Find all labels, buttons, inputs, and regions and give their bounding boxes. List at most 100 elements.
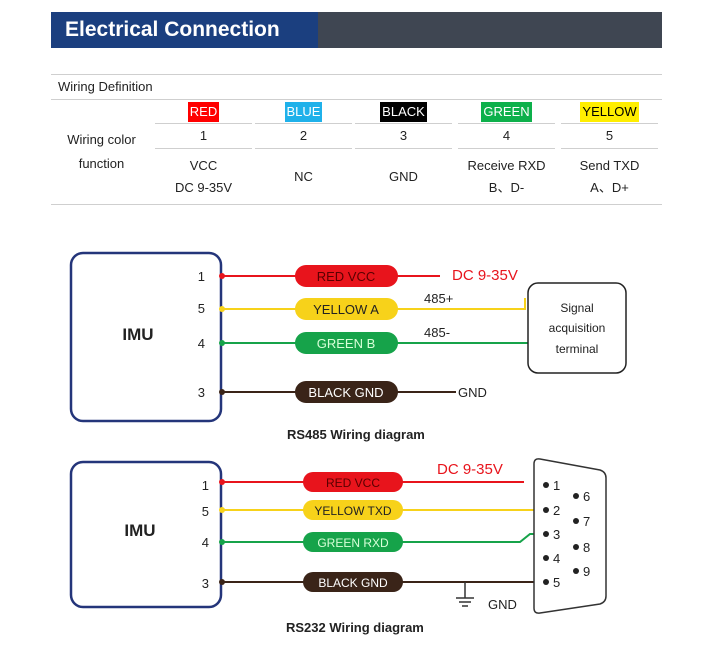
- color-chip-black: BLACK: [380, 102, 427, 122]
- color-chip-yellow: YELLOW: [580, 102, 639, 122]
- sleeve-label: RED VCC: [317, 269, 376, 284]
- pin-label: 1: [202, 478, 209, 493]
- db9-pin-label: 5: [553, 575, 560, 590]
- imu-label: IMU: [124, 521, 155, 540]
- db9-pin-label: 7: [583, 514, 590, 529]
- pin-function-line2: B、D-: [488, 180, 525, 195]
- db9-pin-label: 8: [583, 540, 590, 555]
- ground-icon: [456, 582, 474, 607]
- rs485-wire-yellow: 5 YELLOW A 485+: [198, 291, 526, 320]
- terminal-label-line3: terminal: [556, 342, 599, 356]
- db9-pin-label: 3: [553, 527, 560, 542]
- signal-label: 485+: [424, 291, 453, 306]
- supply-voltage-label: DC 9-35V: [437, 461, 503, 478]
- rs485-wire-black: 3 BLACK GND GND: [198, 381, 487, 403]
- table-column-blue: BLUE 2 NC: [255, 100, 352, 204]
- pin-function: GND: [355, 149, 452, 188]
- pin-function: Receive RXD B、D-: [458, 149, 555, 199]
- table-column-green: GREEN 4 Receive RXD B、D-: [458, 100, 555, 204]
- signal-label: 485-: [424, 325, 450, 340]
- table-column-yellow: YELLOW 5 Send TXD A、D+: [561, 100, 658, 204]
- color-chip-red: RED: [187, 102, 220, 122]
- db9-pin-label: 2: [553, 503, 560, 518]
- color-chip-blue: BLUE: [284, 102, 323, 122]
- table-body: Wiring color function RED 1 VCC DC 9-35V…: [51, 100, 662, 204]
- color-chip-green: GREEN: [481, 102, 532, 122]
- row-label-line1: Wiring color: [67, 132, 136, 147]
- imu-label: IMU: [122, 325, 153, 344]
- db9-pin-label: 1: [553, 478, 560, 493]
- gnd-label: GND: [458, 385, 487, 400]
- signal-acquisition-terminal: [527, 282, 627, 374]
- ground-label: GND: [488, 597, 517, 612]
- table-column-red: RED 1 VCC DC 9-35V: [155, 100, 252, 204]
- pin-label: 3: [198, 385, 205, 400]
- db9-pin-label: 9: [583, 564, 590, 579]
- pin-function-line2: A、D+: [590, 180, 629, 195]
- db9-pins-left: 1 2 3 4 5: [543, 478, 560, 590]
- rs232-diagram: IMU 1 RED VCC DC 9-35V 5 YELLOW TXD 4 GR…: [69, 458, 607, 614]
- pin-function-line2: DC 9-35V: [174, 180, 233, 195]
- pin-number: 2: [255, 124, 352, 149]
- pin-number: 3: [355, 124, 452, 149]
- sleeve-label: YELLOW TXD: [314, 504, 391, 518]
- row-label-line2: function: [78, 156, 125, 171]
- terminal-label-line2: acquisition: [549, 321, 606, 335]
- rs232-wire-yellow: 5 YELLOW TXD: [202, 500, 548, 520]
- pin-label: 5: [198, 301, 205, 316]
- sleeve-label: BLACK GND: [308, 385, 383, 400]
- pin-label: 3: [202, 576, 209, 591]
- pin-number: 1: [155, 124, 252, 149]
- wire-sleeve-yellow: [303, 500, 403, 520]
- pin-function-line1: NC: [294, 169, 313, 184]
- wire-sleeve-red: [295, 265, 398, 287]
- rs232-caption: RS232 Wiring diagram: [286, 620, 424, 635]
- wire-sleeve-black: [295, 381, 398, 403]
- sleeve-label: GREEN RXD: [317, 536, 389, 550]
- rs232-wire-red: 1 RED VCC DC 9-35V: [202, 461, 524, 493]
- wire-sleeve-yellow: [295, 298, 398, 320]
- pin-number: 4: [458, 124, 555, 149]
- sleeve-label: YELLOW A: [313, 302, 379, 317]
- wire-sleeve-black: [303, 572, 403, 592]
- db9-pins-right: 6 7 8 9: [573, 489, 590, 579]
- sleeve-label: BLACK GND: [318, 576, 388, 590]
- pin-function-line1: GND: [389, 169, 418, 184]
- pin-label: 4: [198, 336, 205, 351]
- pin-function-line1: Receive RXD: [467, 158, 546, 173]
- pin-number: 5: [561, 124, 658, 149]
- pin-function: NC: [255, 149, 352, 188]
- section-header-bar: Electrical Connection: [51, 12, 662, 48]
- wire-sleeve-red: [303, 472, 403, 492]
- table-column-black: BLACK 3 GND: [355, 100, 452, 204]
- rs232-wire-black: 3 BLACK GND: [202, 572, 548, 592]
- row-label: Wiring color function: [51, 100, 152, 176]
- wiring-definition-table: Wiring Definition Wiring color function …: [51, 74, 662, 205]
- pin-label: 4: [202, 535, 209, 550]
- wire-sleeve-green: [295, 332, 398, 354]
- wire-sleeve-green: [303, 532, 403, 552]
- rs485-wire-red: 1 RED VCC DC 9-35V: [198, 265, 518, 287]
- pin-function-line1: Send TXD: [579, 158, 640, 173]
- supply-voltage-label: DC 9-35V: [452, 267, 518, 284]
- pin-label: 5: [202, 504, 209, 519]
- section-title: Electrical Connection: [51, 12, 318, 48]
- pin-function: Send TXD A、D+: [561, 149, 658, 199]
- pin-function-line1: VCC: [189, 158, 218, 173]
- imu-box: [69, 460, 223, 609]
- imu-box: [69, 251, 223, 423]
- db9-pin-label: 4: [553, 551, 560, 566]
- db9-connector: [533, 458, 607, 614]
- rs485-diagram: IMU 1 RED VCC DC 9-35V 5 YELLOW A 485+ 4…: [69, 251, 627, 423]
- rs485-caption: RS485 Wiring diagram: [287, 427, 425, 442]
- rs485-wire-green: 4 GREEN B 485-: [198, 325, 528, 354]
- db9-pin-label: 6: [583, 489, 590, 504]
- rs232-wire-green: 4 GREEN RXD: [202, 532, 548, 552]
- pin-function: VCC DC 9-35V: [155, 149, 252, 199]
- terminal-label-line1: Signal: [560, 301, 593, 315]
- table-title: Wiring Definition: [51, 75, 662, 100]
- sleeve-label: RED VCC: [326, 476, 380, 490]
- sleeve-label: GREEN B: [317, 336, 376, 351]
- pin-label: 1: [198, 269, 205, 284]
